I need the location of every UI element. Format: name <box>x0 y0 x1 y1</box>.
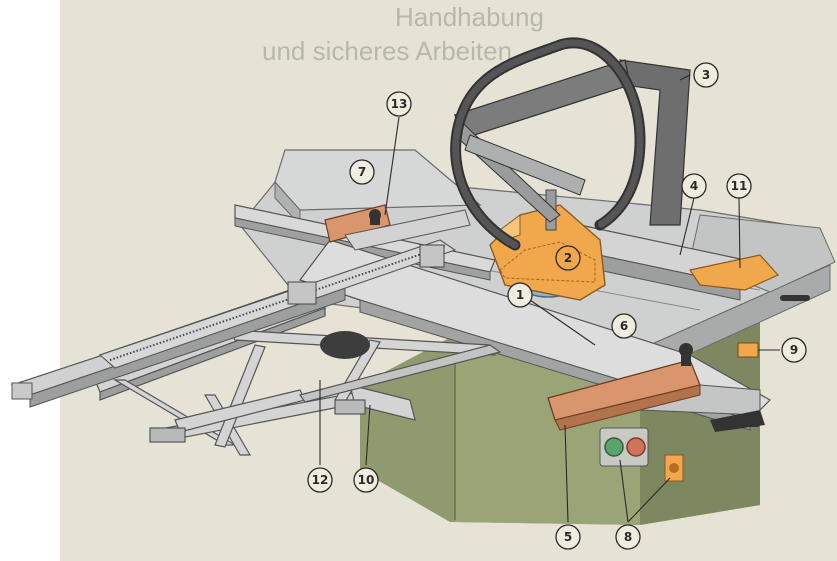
control-panel <box>599 427 684 482</box>
callout-13: 13 <box>386 91 412 117</box>
parallel-fence <box>547 343 765 432</box>
svg-text:10: 10 <box>358 473 375 487</box>
svg-text:2: 2 <box>564 251 572 265</box>
left-margin <box>0 0 60 561</box>
start-button-icon <box>604 437 624 457</box>
svg-text:9: 9 <box>790 343 798 357</box>
svg-text:6: 6 <box>620 319 628 333</box>
callout-7: 7 <box>349 159 375 185</box>
svg-text:11: 11 <box>731 179 748 193</box>
rear-extension-table <box>274 149 482 227</box>
crosscut-fence-rail <box>10 239 457 408</box>
svg-text:8: 8 <box>624 530 632 544</box>
callout-10: 10 <box>353 467 379 493</box>
callouts: 1 2 3 4 5 6 7 8 9 10 11 12 13 <box>307 62 807 550</box>
bleed-through-line-1: Handhabung <box>395 2 544 32</box>
crosscut-stop <box>324 204 471 251</box>
callout-12: 12 <box>307 467 333 493</box>
callout-2: 2 <box>555 245 581 271</box>
svg-text:5: 5 <box>564 530 572 544</box>
guard-support-arm <box>454 59 691 226</box>
callout-1: 1 <box>507 282 533 308</box>
svg-text:12: 12 <box>312 473 329 487</box>
callout-9: 9 <box>781 337 807 363</box>
motor-housing <box>320 331 370 359</box>
callout-3: 3 <box>693 62 719 88</box>
svg-text:3: 3 <box>702 68 710 82</box>
handle-right <box>720 295 810 427</box>
svg-text:1: 1 <box>516 288 524 302</box>
stop-button-icon <box>626 437 646 457</box>
callout-4: 4 <box>681 173 707 199</box>
svg-text:7: 7 <box>358 165 366 179</box>
callout-11: 11 <box>726 173 752 199</box>
svg-text:13: 13 <box>391 97 408 111</box>
leader-lines <box>319 74 780 523</box>
push-stick <box>689 254 779 291</box>
side-control-box <box>737 342 759 358</box>
callout-8: 8 <box>615 524 641 550</box>
callout-5: 5 <box>555 524 581 550</box>
callout-6: 6 <box>611 313 637 339</box>
svg-text:4: 4 <box>690 179 698 193</box>
bleed-through-line-2: und sicheres Arbeiten <box>262 36 512 66</box>
